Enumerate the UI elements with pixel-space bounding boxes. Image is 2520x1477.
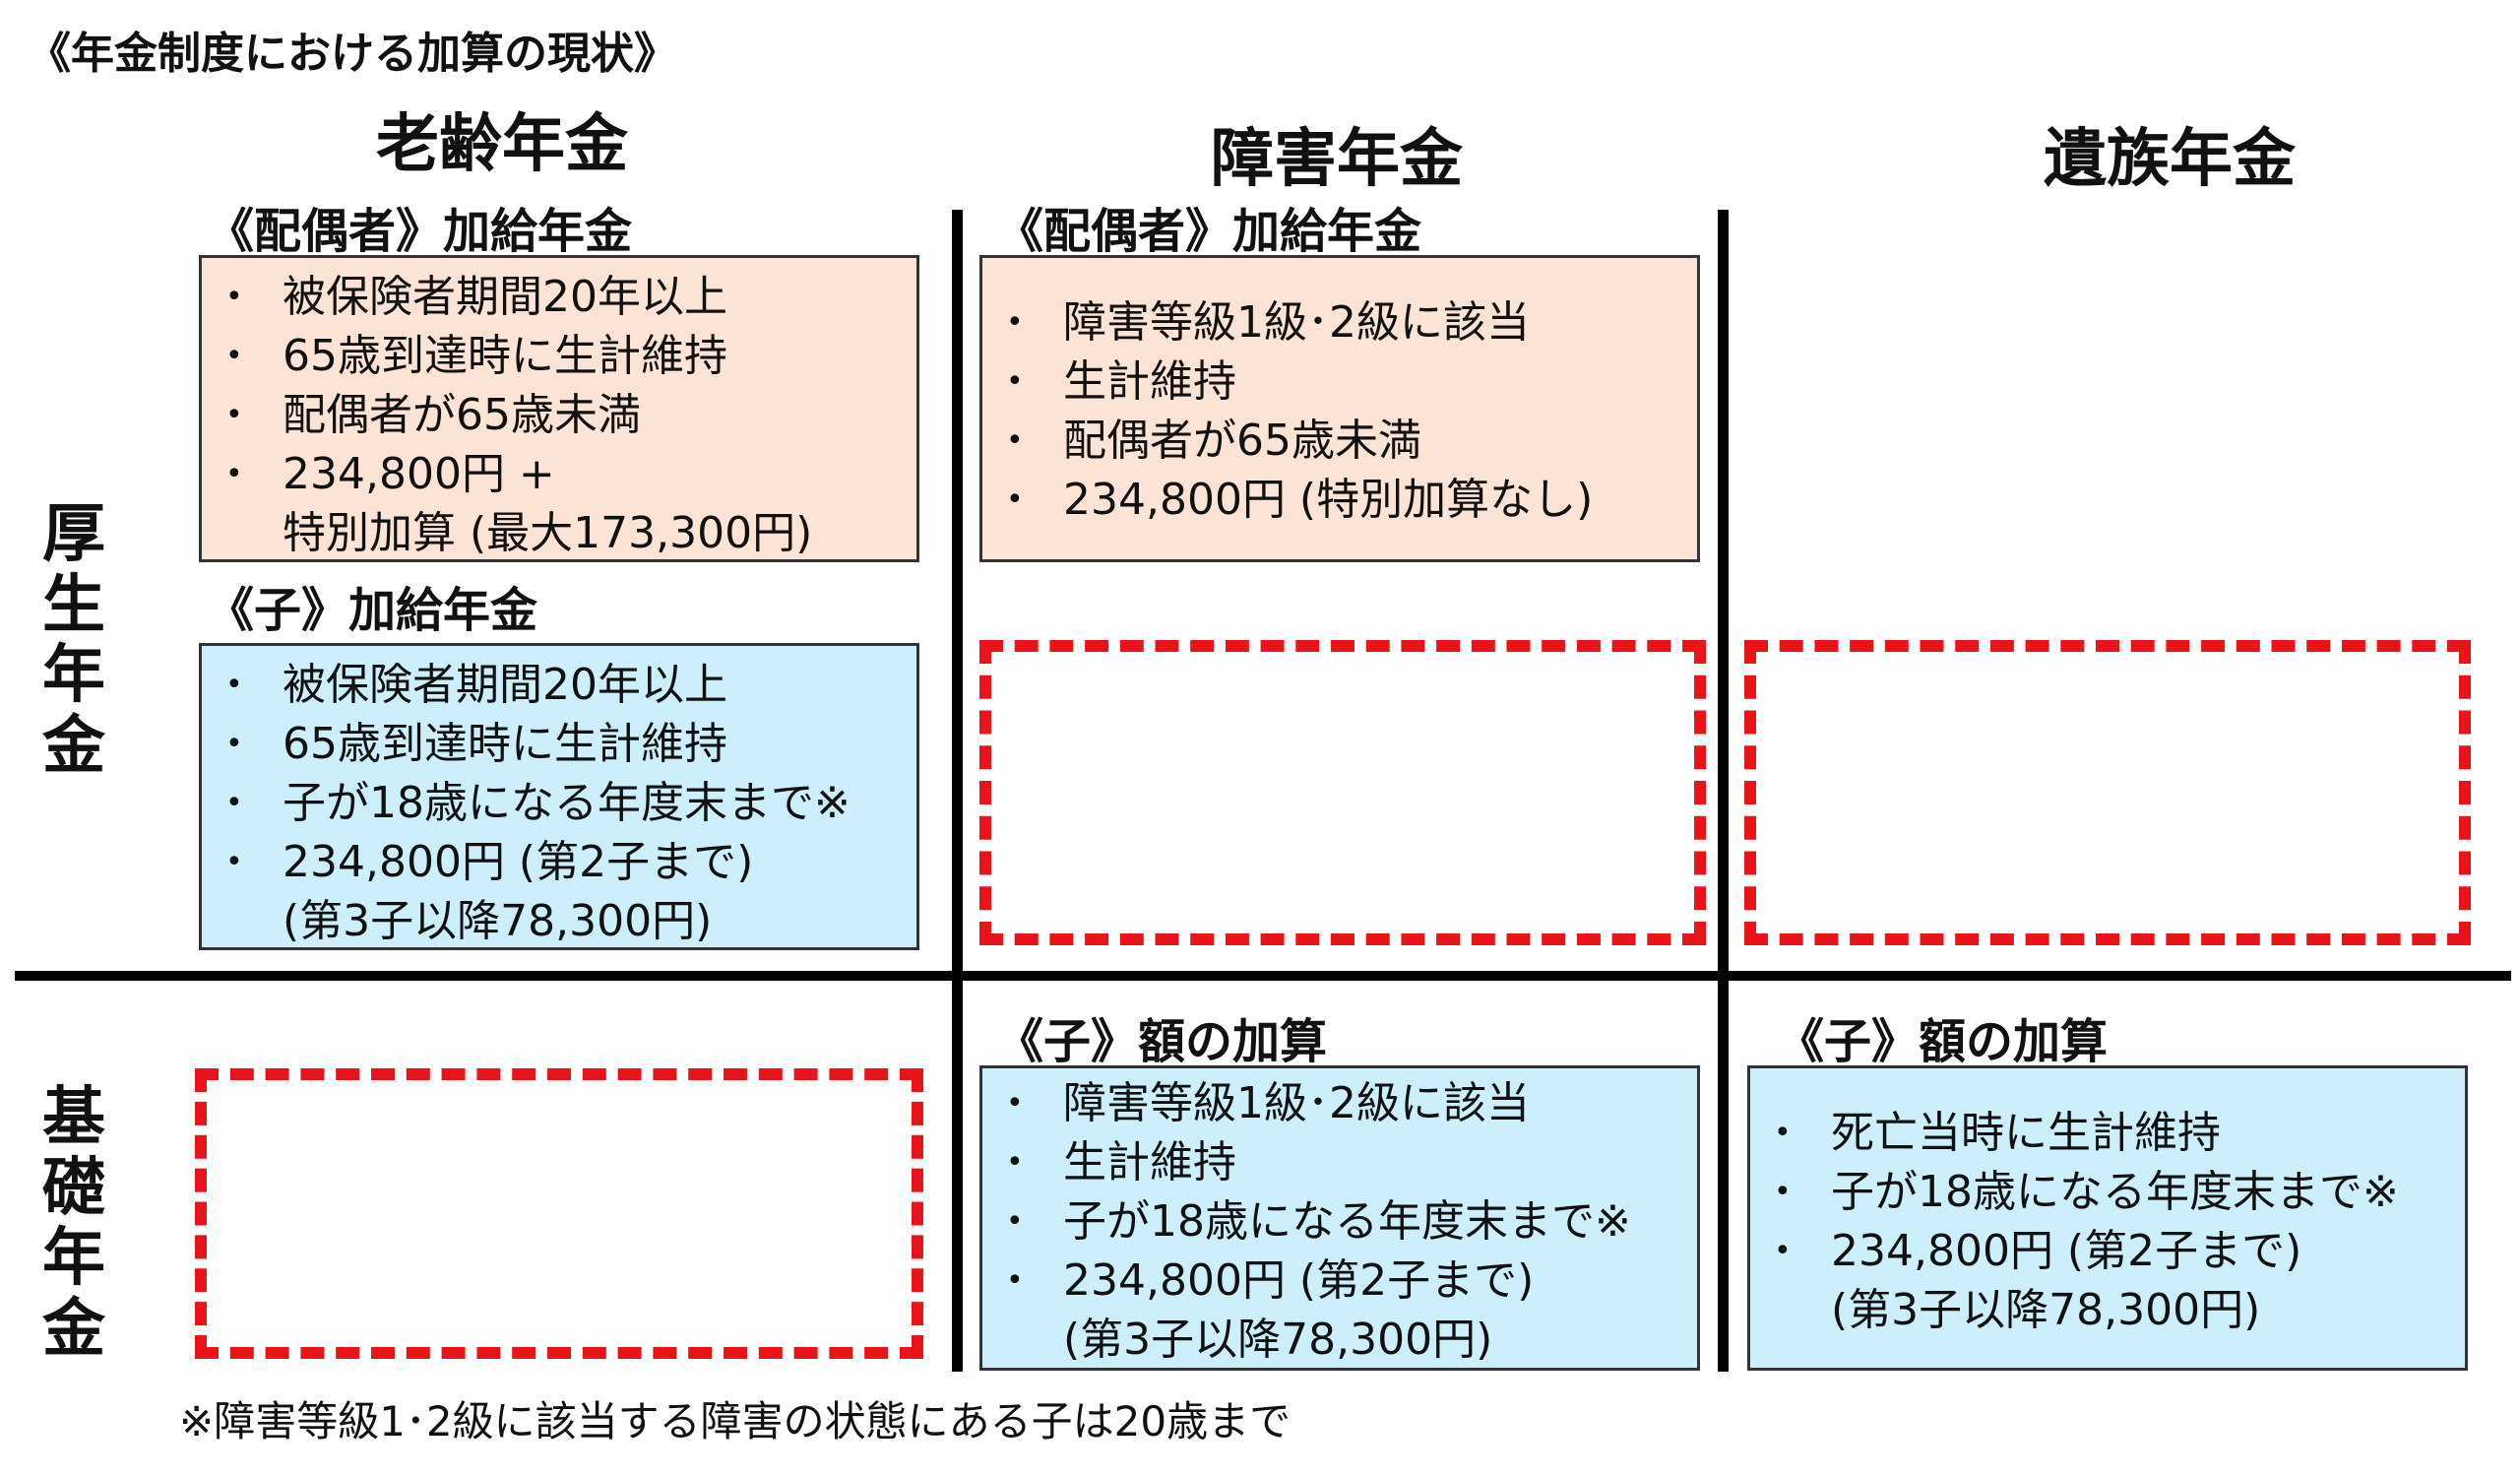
- row-label-char: 生: [42, 568, 105, 642]
- list-item: • 被保険者期間20年以上: [220, 268, 903, 327]
- old-age-spouse-header: 《配偶者》加給年金: [207, 204, 633, 259]
- list-item: • 子が18歳になる年度末まで※: [1768, 1163, 2451, 1222]
- item-text: 65歳到達時に生計維持: [283, 719, 727, 769]
- bullet-icon: •: [1006, 482, 1024, 517]
- list-item: • 配偶者が65歳未満: [1000, 412, 1683, 471]
- list-item: • 65歳到達時に生計維持: [220, 715, 903, 774]
- item-text: 障害等級1級･2級に該当: [1063, 1078, 1530, 1128]
- condition-list: • 被保険者期間20年以上 • 65歳到達時に生計維持 • 子が18歳になる年度末まで…: [220, 656, 903, 947]
- list-item: • 234,800円 (特別加算なし): [1000, 471, 1683, 530]
- disability-child-header: 《子》額の加算: [996, 1014, 1328, 1069]
- list-item: • 65歳到達時に生計維持: [220, 327, 903, 386]
- list-item: • 子が18歳になる年度末まで※: [220, 774, 903, 833]
- item-text: 234,800円 +: [283, 449, 555, 499]
- empty-addition-placeholder-survivor-kosei: [1744, 640, 2471, 945]
- item-text: 234,800円 (第2子まで): [1063, 1255, 1535, 1306]
- grid-divider-vertical-1: [952, 210, 963, 1372]
- row-label-char: 年: [42, 1222, 105, 1296]
- item-continuation: (第3子以降78,300円): [1063, 1315, 1493, 1365]
- item-text: 障害等級1級･2級に該当: [1063, 297, 1530, 348]
- item-continuation: (第3子以降78,300円): [1831, 1285, 2261, 1335]
- bullet-icon: •: [1774, 1234, 1792, 1268]
- disability-spouse-box: • 障害等級1級･2級に該当 • 生計維持 • 配偶者が65歳未満 • 234,800円…: [979, 255, 1700, 562]
- list-item: • 234,800円 (第2子まで) (第3子以降78,300円): [220, 833, 903, 947]
- condition-list: • 被保険者期間20年以上 • 65歳到達時に生計維持 • 配偶者が65歳未満 • 23…: [220, 268, 903, 559]
- bullet-icon: •: [225, 457, 243, 491]
- disability-spouse-header: 《配偶者》加給年金: [996, 204, 1422, 259]
- item-text: 子が18歳になる年度末まで※: [1063, 1196, 1631, 1247]
- list-item: • 配偶者が65歳未満: [220, 386, 903, 445]
- old-age-child-header: 《子》加給年金: [207, 583, 538, 638]
- col-header-disability: 障害年金: [1211, 123, 1463, 196]
- item-text: 被保険者期間20年以上: [283, 660, 727, 710]
- col-header-survivor: 遺族年金: [2044, 123, 2296, 196]
- row-label-char: 年: [42, 639, 105, 713]
- bullet-icon: •: [225, 398, 243, 432]
- item-text: 被保険者期間20年以上: [283, 272, 727, 322]
- bullet-icon: •: [1006, 305, 1024, 340]
- bullet-icon: •: [225, 668, 243, 702]
- item-text: 子が18歳になる年度末まで※: [1831, 1167, 2399, 1217]
- grid-divider-vertical-2: [1718, 210, 1729, 1372]
- old-age-spouse-box: • 被保険者期間20年以上 • 65歳到達時に生計維持 • 配偶者が65歳未満 • 23…: [199, 255, 919, 562]
- bullet-icon: •: [225, 339, 243, 373]
- bullet-icon: •: [225, 727, 243, 761]
- item-text: 234,800円 (第2子まで): [1831, 1226, 2302, 1276]
- row-label-char: 金: [42, 710, 105, 784]
- bullet-icon: •: [1006, 1086, 1024, 1121]
- item-text: 生計維持: [1063, 1137, 1236, 1188]
- item-text: 65歳到達時に生計維持: [283, 331, 727, 381]
- item-text: 生計維持: [1063, 356, 1236, 407]
- row-label-kiso-nenkin: 基 礎 年 金: [30, 1081, 118, 1367]
- list-item: • 子が18歳になる年度末まで※: [1000, 1192, 1683, 1252]
- list-item: • 234,800円 (第2子まで) (第3子以降78,300円): [1768, 1222, 2451, 1340]
- list-item: • 234,800円 (第2子まで) (第3子以降78,300円): [1000, 1252, 1683, 1368]
- disability-child-box: • 障害等級1級･2級に該当 • 生計維持 • 子が18歳になる年度末まで※ • 234…: [979, 1065, 1700, 1371]
- bullet-icon: •: [1006, 364, 1024, 399]
- old-age-child-box: • 被保険者期間20年以上 • 65歳到達時に生計維持 • 子が18歳になる年度末まで…: [199, 643, 919, 950]
- list-item: • 死亡当時に生計維持: [1768, 1104, 2451, 1163]
- survivor-child-box: • 死亡当時に生計維持 • 子が18歳になる年度末まで※ • 234,800円 (第2…: [1747, 1065, 2468, 1371]
- bullet-icon: •: [225, 280, 243, 314]
- row-label-kosei-nenkin: 厚 生 年 金: [30, 498, 118, 784]
- grid-divider-horizontal: [15, 971, 2511, 981]
- bullet-icon: •: [225, 786, 243, 820]
- list-item: • 生計維持: [1000, 353, 1683, 412]
- list-item: • 234,800円 + 特別加算 (最大173,300円): [220, 445, 903, 559]
- bullet-icon: •: [1774, 1116, 1792, 1150]
- item-text: 死亡当時に生計維持: [1831, 1108, 2221, 1158]
- footnote: ※障害等級1･2級に該当する障害の状態にある子は20歳まで: [179, 1397, 1292, 1445]
- condition-list: • 障害等級1級･2級に該当 • 生計維持 • 配偶者が65歳未満 • 234,800円…: [1000, 293, 1683, 530]
- item-continuation: (第3子以降78,300円): [283, 896, 713, 946]
- list-item: • 被保険者期間20年以上: [220, 656, 903, 715]
- bullet-icon: •: [1006, 1204, 1024, 1239]
- empty-addition-placeholder-old-age-kiso: [195, 1068, 923, 1359]
- row-label-char: 金: [42, 1293, 105, 1367]
- item-text: 234,800円 (特別加算なし): [1063, 475, 1594, 525]
- empty-addition-placeholder-disability-kosei: [979, 640, 1706, 945]
- survivor-child-header: 《子》額の加算: [1777, 1014, 2109, 1069]
- bullet-icon: •: [1774, 1175, 1792, 1209]
- item-text: 234,800円 (第2子まで): [283, 837, 754, 887]
- row-label-char: 基: [42, 1081, 105, 1154]
- bullet-icon: •: [1006, 1263, 1024, 1298]
- bullet-icon: •: [225, 845, 243, 879]
- list-item: • 障害等級1級･2級に該当: [1000, 1074, 1683, 1133]
- item-text: 子が18歳になる年度末まで※: [283, 778, 850, 828]
- item-text: 配偶者が65歳未満: [1063, 416, 1421, 466]
- col-header-old-age: 老齢年金: [376, 108, 628, 181]
- item-continuation: 特別加算 (最大173,300円): [283, 508, 813, 558]
- condition-list: • 死亡当時に生計維持 • 子が18歳になる年度末まで※ • 234,800円 (第2…: [1768, 1104, 2451, 1340]
- bullet-icon: •: [1006, 423, 1024, 458]
- row-label-char: 厚: [42, 498, 105, 571]
- list-item: • 障害等級1級･2級に該当: [1000, 293, 1683, 353]
- list-item: • 生計維持: [1000, 1133, 1683, 1192]
- diagram-title: 《年金制度における加算の現状》: [28, 29, 677, 79]
- condition-list: • 障害等級1級･2級に該当 • 生計維持 • 子が18歳になる年度末まで※ • 234…: [1000, 1074, 1683, 1368]
- item-text: 配偶者が65歳未満: [283, 390, 641, 440]
- row-label-char: 礎: [42, 1151, 105, 1225]
- bullet-icon: •: [1006, 1145, 1024, 1180]
